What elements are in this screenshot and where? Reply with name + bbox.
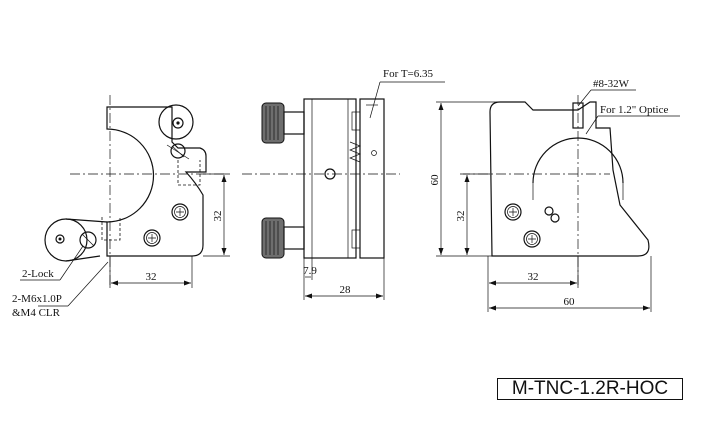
dim-left-height: 32 <box>212 211 224 222</box>
left-front-view: 32 32 2-Lock 2-M6x1.0P &M4 CLR <box>12 95 230 319</box>
dim-left-width: 32 <box>146 271 157 283</box>
dim-depth: 28 <box>340 284 352 296</box>
rear-body-outline <box>489 101 650 257</box>
screw-8-32-slot <box>572 102 584 129</box>
top-lock-screw <box>170 143 186 159</box>
dim-right-height-total: 60 <box>429 174 441 186</box>
phillips-screw-1 <box>171 203 189 221</box>
bottom-lock-screw <box>79 231 97 249</box>
phillips-screw-3 <box>504 203 522 221</box>
label-clearance: &M4 CLR <box>12 307 61 319</box>
phillips-screw-2 <box>143 229 161 247</box>
rear-optic-bore <box>532 137 624 184</box>
hidden-bore-bottom <box>101 217 121 241</box>
upper-screw-shaft <box>283 111 305 135</box>
phillips-screw-4 <box>523 230 541 248</box>
label-screw: #8-32W <box>593 78 630 90</box>
side-view: For T=6.35 7.9 28 <box>242 68 445 300</box>
bottom-knob-screw <box>55 234 65 244</box>
dim-right-width-total: 60 <box>564 296 576 308</box>
mount-body-outline <box>106 106 207 257</box>
bottom-adjuster-knob <box>44 218 88 262</box>
title-block-frame <box>497 378 683 400</box>
center-pin <box>324 168 336 180</box>
lower-knurled-knob <box>261 217 285 259</box>
label-optic: For 1.2" Optice <box>600 104 668 116</box>
rear-hole-1 <box>544 206 554 216</box>
dim-offset: 7.9 <box>303 265 317 277</box>
front-plate <box>359 98 385 259</box>
rear-plate <box>303 98 357 259</box>
right-rear-view: #8-32W For 1.2" Optice 60 32 32 60 <box>429 78 680 312</box>
label-thread: 2-M6x1.0P <box>12 293 62 305</box>
model-number: M-TNC-1.2R-HOC <box>511 378 669 399</box>
label-thickness-note: For T=6.35 <box>383 68 434 80</box>
rear-hole-2 <box>550 213 560 223</box>
top-lock-arm <box>166 144 190 160</box>
label-lock: 2-Lock <box>22 268 54 280</box>
lower-screw-shaft <box>283 226 305 250</box>
lower-ball <box>351 229 361 249</box>
dim-right-height-center: 32 <box>455 211 467 222</box>
bottom-knob-arm <box>65 218 108 262</box>
hidden-bore-top <box>177 160 201 186</box>
upper-ball <box>351 111 361 131</box>
dim-right-width-center: 32 <box>528 271 539 283</box>
top-knob-screw <box>172 117 184 129</box>
upper-knurled-knob <box>261 102 285 144</box>
spring <box>349 141 361 163</box>
top-adjuster-knob <box>158 104 194 140</box>
